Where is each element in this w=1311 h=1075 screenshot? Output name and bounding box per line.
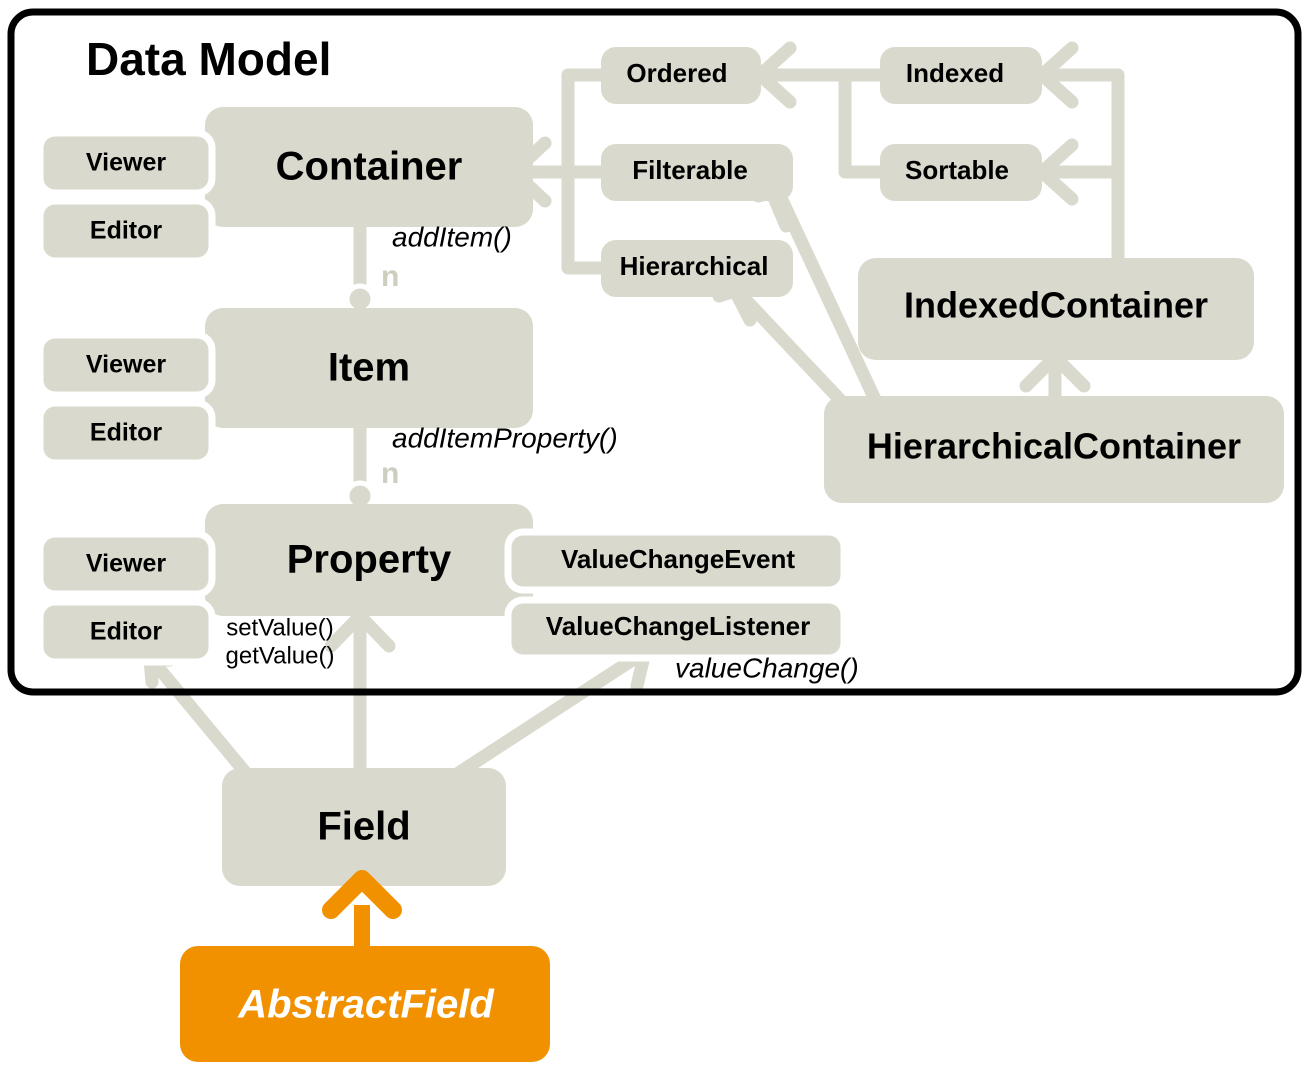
connector-hcontainer-to-hierarchical (735, 289, 852, 412)
interface-box-value-change-event[interactable]: ValueChangeEvent (504, 528, 848, 594)
page-title: Data Model (86, 33, 331, 85)
class-label-field: Field (317, 805, 410, 849)
class-label-container: Container (276, 145, 463, 189)
connector-abstractfield-to-field (322, 870, 402, 950)
interface-label-hierarchical: Hierarchical (620, 251, 769, 281)
connector-indexedcontainer-right-spine (1035, 68, 1125, 272)
class-label-item: Item (328, 346, 410, 390)
interface-box-value-change-listener[interactable]: ValueChangeListener (504, 596, 848, 662)
interface-box-sortable[interactable]: Sortable (880, 144, 1042, 201)
multiplicity-container-item: n (381, 260, 399, 293)
connector-hcontainer-to-filterable (775, 193, 887, 417)
interface-label-value-change-listener: ValueChangeListener (546, 611, 810, 641)
connector-ordered-bracket (561, 68, 608, 179)
interface-box-hierarchical[interactable]: Hierarchical (601, 240, 793, 297)
interface-label-value-change-event: ValueChangeEvent (561, 544, 795, 574)
method-label-value-change: valueChange() (675, 652, 859, 683)
composition-ends (344, 283, 376, 512)
interface-label-sortable: Sortable (905, 155, 1009, 185)
class-label-indexed-container: IndexedContainer (904, 285, 1208, 326)
tab-property-viewer[interactable]: Viewer (36, 530, 216, 598)
tab-item-editor[interactable]: Editor (36, 399, 216, 467)
tab-label-container-viewer: Viewer (86, 149, 166, 177)
class-box-property[interactable]: Property (205, 504, 533, 616)
class-box-field[interactable]: Field (222, 768, 506, 886)
tab-label-item-editor: Editor (90, 419, 162, 447)
class-box-item[interactable]: Item (205, 308, 533, 428)
interface-label-indexed: Indexed (906, 58, 1004, 88)
method-label-add-item-property: addItemProperty() (392, 422, 618, 453)
connector-field-to-editor (145, 653, 252, 779)
interface-box-ordered[interactable]: Ordered (601, 47, 761, 104)
class-box-hierarchical-container[interactable]: HierarchicalContainer (824, 396, 1284, 503)
interface-label-filterable: Filterable (632, 155, 748, 185)
arrowhead-field-orange (322, 870, 402, 919)
tab-container-editor[interactable]: Editor (36, 197, 216, 265)
interface-box-filterable[interactable]: Filterable (601, 144, 793, 201)
tab-label-container-editor: Editor (90, 217, 162, 245)
tab-label-property-editor: Editor (90, 618, 162, 646)
class-box-abstract-field[interactable]: AbstractField (180, 946, 550, 1062)
tab-label-item-viewer: Viewer (86, 351, 166, 379)
method-label-set-value: setValue() (226, 614, 334, 641)
class-box-indexed-container[interactable]: IndexedContainer (858, 258, 1254, 360)
interface-box-indexed[interactable]: Indexed (880, 47, 1042, 104)
method-label-get-value: getValue() (226, 642, 335, 669)
interface-label-ordered: Ordered (626, 58, 727, 88)
method-label-add-item: addItem() (392, 221, 512, 252)
tab-container-viewer[interactable]: Viewer (36, 129, 216, 197)
tab-property-editor[interactable]: Editor (36, 598, 216, 666)
tab-label-property-viewer: Viewer (86, 550, 166, 578)
tab-item-viewer[interactable]: Viewer (36, 331, 216, 399)
class-label-property: Property (287, 538, 452, 582)
connector-indexed-drop (838, 68, 887, 179)
connector-hierarchical-bracket (561, 165, 608, 275)
connector-field-to-listener (453, 648, 647, 779)
panel-border (7, 8, 1302, 696)
class-box-container[interactable]: Container (205, 107, 533, 227)
class-label-hierarchical-container: HierarchicalContainer (867, 426, 1241, 467)
class-label-abstract-field: AbstractField (237, 983, 495, 1027)
multiplicity-item-property: n (381, 457, 399, 490)
